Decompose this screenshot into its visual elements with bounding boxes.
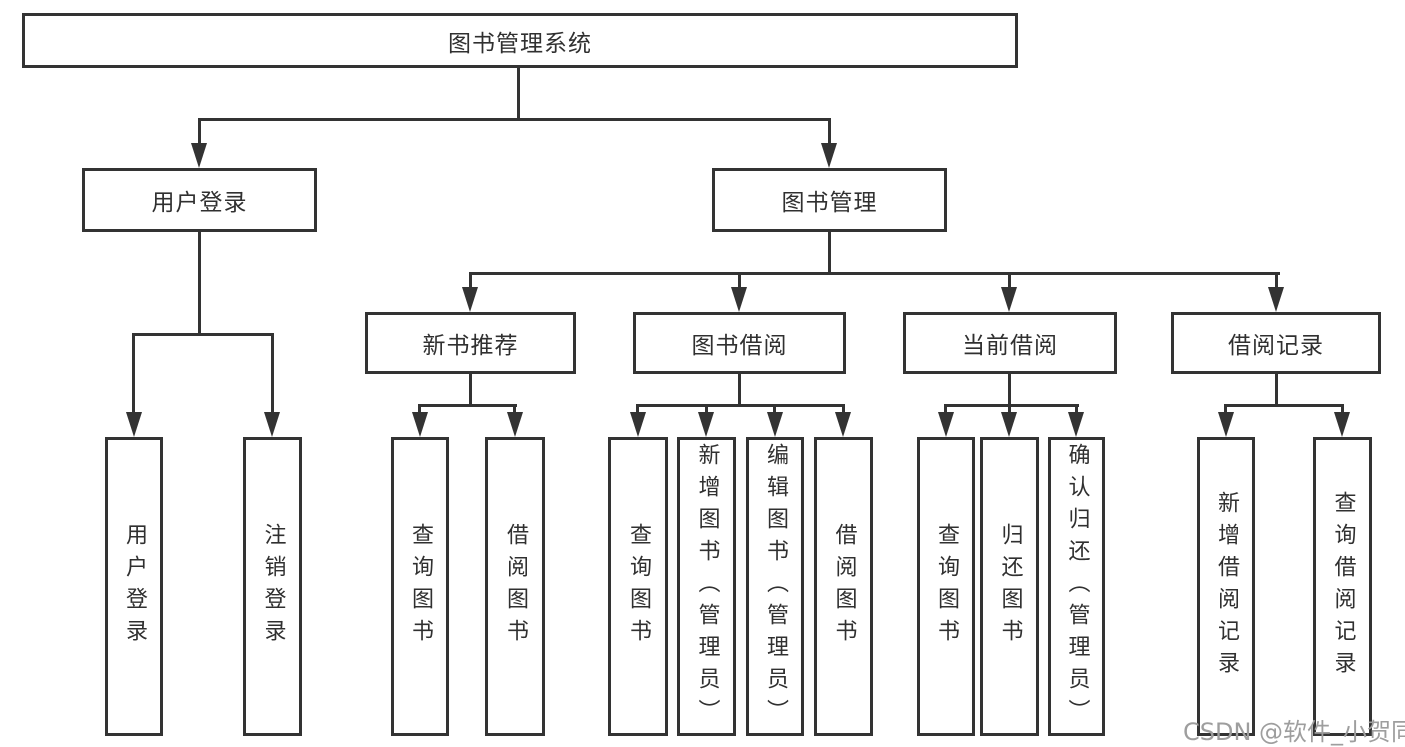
node-borrow-records: 借阅记录	[1171, 312, 1381, 374]
node-leaf-add-book-admin: 新增图书（管理员）	[677, 437, 736, 736]
connector-stem-leaf	[513, 406, 516, 412]
arrow-down-leaf	[1001, 412, 1017, 437]
arrow-down-leaf	[938, 412, 954, 437]
connector-stem-leaf-logout	[271, 335, 274, 412]
node-leaf-user-login: 用户登录	[105, 437, 163, 736]
connector-stem-user-login	[198, 120, 201, 143]
node-book-borrow: 图书借阅	[633, 312, 846, 374]
connector-user-login-stem	[198, 232, 201, 336]
arrow-down-leaf-logout	[264, 412, 280, 437]
connector-stem-borrow-records	[1275, 274, 1278, 287]
connector-stem-leaf	[944, 406, 947, 412]
connector-branch-level2	[198, 118, 831, 121]
node-leaf-query-books: 查询图书	[391, 437, 449, 736]
node-leaf-borrow-books: 借阅图书	[814, 437, 873, 736]
node-user-login: 用户登录	[82, 168, 317, 232]
node-leaf-query-books: 查询图书	[917, 437, 975, 736]
arrow-down-leaf	[630, 412, 646, 437]
arrow-down-current-borrow	[1001, 287, 1017, 312]
arrow-down-new-book	[462, 287, 478, 312]
arrow-down-leaf	[1218, 412, 1234, 437]
connector-stem-leaf	[1224, 406, 1227, 412]
connector-new-book-stem	[469, 374, 472, 406]
arrow-down-leaf	[412, 412, 428, 437]
connector-stem-leaf	[842, 406, 845, 412]
node-leaf-return-books: 归还图书	[980, 437, 1039, 736]
arrow-down-leaf-login	[126, 412, 142, 437]
connector-book-borrow-stem	[738, 374, 741, 406]
connector-stem-leaf	[636, 406, 639, 412]
arrow-down-book-management	[821, 143, 837, 168]
connector-branch-new-book	[418, 404, 517, 407]
connector-stem-leaf-login	[132, 335, 135, 412]
connector-book-management-stem	[828, 232, 831, 274]
node-leaf-query-books: 查询图书	[608, 437, 668, 736]
node-library-system: 图书管理系统	[22, 13, 1018, 68]
node-leaf-edit-book-admin: 编辑图书（管理员）	[746, 437, 804, 736]
connector-branch-level3	[469, 272, 1280, 275]
csdn-watermark: CSDN @软件_小贺同学	[1183, 718, 1405, 746]
arrow-down-leaf	[1068, 412, 1084, 437]
connector-borrow-records-stem	[1275, 374, 1278, 406]
node-current-borrow: 当前借阅	[903, 312, 1117, 374]
connector-stem-leaf	[705, 406, 708, 412]
arrow-down-book-borrow	[731, 287, 747, 312]
connector-branch-current-borrow	[944, 404, 1079, 407]
connector-stem-leaf	[1008, 406, 1011, 412]
arrow-down-leaf	[507, 412, 523, 437]
connector-stem-current-borrow	[1008, 274, 1011, 287]
arrow-down-user-login	[191, 143, 207, 168]
arrow-down-leaf	[698, 412, 714, 437]
connector-branch-book-borrow	[636, 404, 845, 407]
node-book-management: 图书管理	[712, 168, 947, 232]
node-leaf-borrow-books: 借阅图书	[485, 437, 545, 736]
node-new-book-recommend: 新书推荐	[365, 312, 576, 374]
arrow-down-leaf	[1334, 412, 1350, 437]
connector-stem-new-book	[469, 274, 472, 287]
connector-stem-leaf	[773, 406, 776, 412]
connector-current-borrow-stem	[1008, 374, 1011, 406]
connector-stem-book-borrow	[738, 274, 741, 287]
connector-branch-borrow-records	[1224, 404, 1344, 407]
connector-stem-leaf	[418, 406, 421, 412]
node-leaf-add-borrow-record: 新增借阅记录	[1197, 437, 1255, 736]
arrow-down-leaf	[835, 412, 851, 437]
arrow-down-borrow-records	[1268, 287, 1284, 312]
connector-branch-user-login	[132, 333, 274, 336]
node-leaf-logout: 注销登录	[243, 437, 302, 736]
node-leaf-confirm-return-admin: 确认归还（管理员）	[1048, 437, 1105, 736]
connector-stem-book-management	[828, 120, 831, 143]
arrow-down-leaf	[767, 412, 783, 437]
connector-stem-leaf	[1341, 406, 1344, 412]
connector-root-stem	[517, 68, 520, 120]
connector-stem-leaf	[1075, 406, 1078, 412]
node-leaf-query-borrow-record: 查询借阅记录	[1313, 437, 1372, 736]
